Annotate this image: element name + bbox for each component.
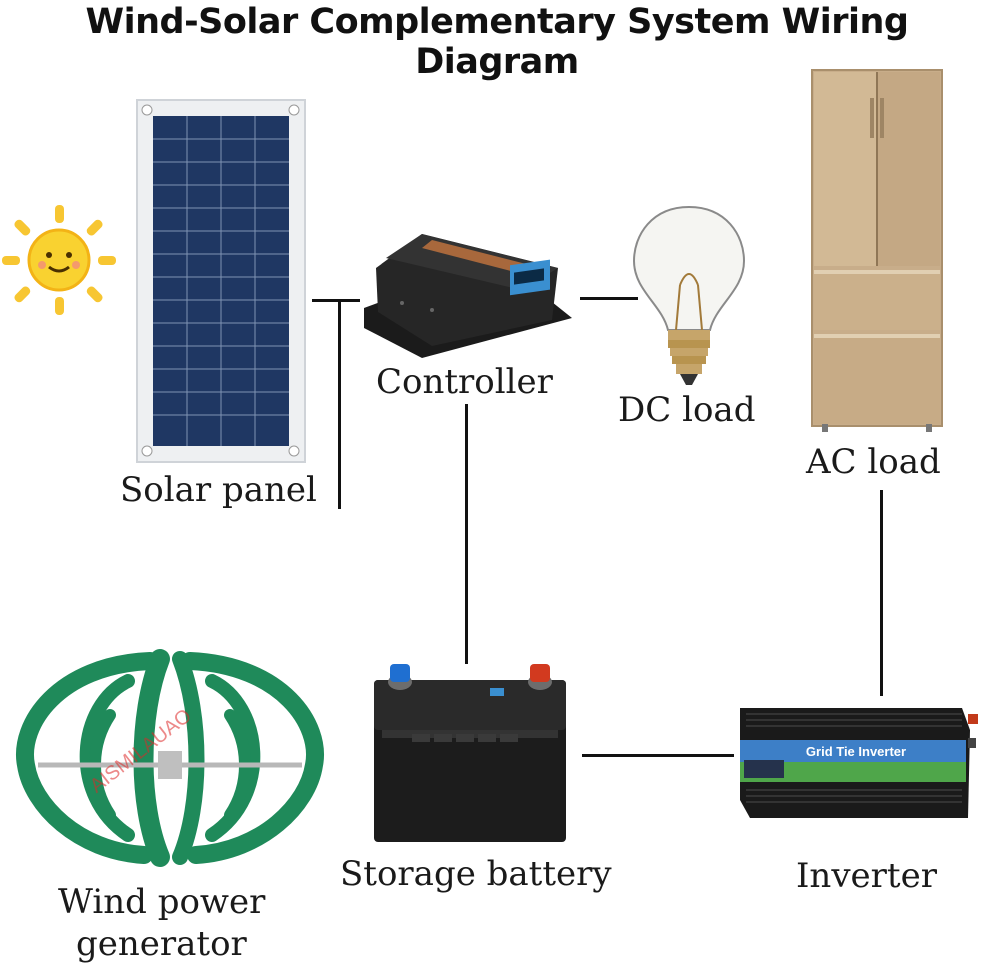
solar-panel-image — [136, 99, 306, 463]
wire-controller-battery — [465, 404, 468, 664]
wire-battery-inverter — [582, 754, 734, 757]
fridge-image — [811, 69, 943, 432]
ac-load-label: AC load — [806, 442, 941, 482]
inverter-image: Grid Tie Inverter — [740, 708, 978, 818]
storage-battery-label: Storage battery — [340, 854, 612, 894]
solar-panel-label: Solar panel — [120, 470, 317, 510]
wind-generator-label-line1: Wind power — [58, 882, 266, 922]
wire-controller-dcload — [580, 297, 638, 300]
sun-icon — [2, 205, 116, 315]
wind-generator-label-line2: generator — [76, 924, 247, 964]
wire-solar-controller — [312, 299, 360, 302]
storage-battery-image — [374, 664, 566, 842]
wire-wind-bracket — [338, 299, 341, 509]
controller-label: Controller — [376, 362, 553, 402]
diagram-title: Wind-Solar Complementary System Wiring D… — [85, 2, 909, 82]
dc-load-label: DC load — [618, 390, 756, 430]
wind-turbine-image — [16, 649, 324, 867]
inverter-brand-text: Grid Tie Inverter — [806, 744, 906, 759]
controller-image — [364, 234, 572, 358]
wire-inverter-acload — [880, 490, 883, 696]
inverter-label: Inverter — [796, 856, 937, 896]
light-bulb-icon — [632, 205, 746, 385]
